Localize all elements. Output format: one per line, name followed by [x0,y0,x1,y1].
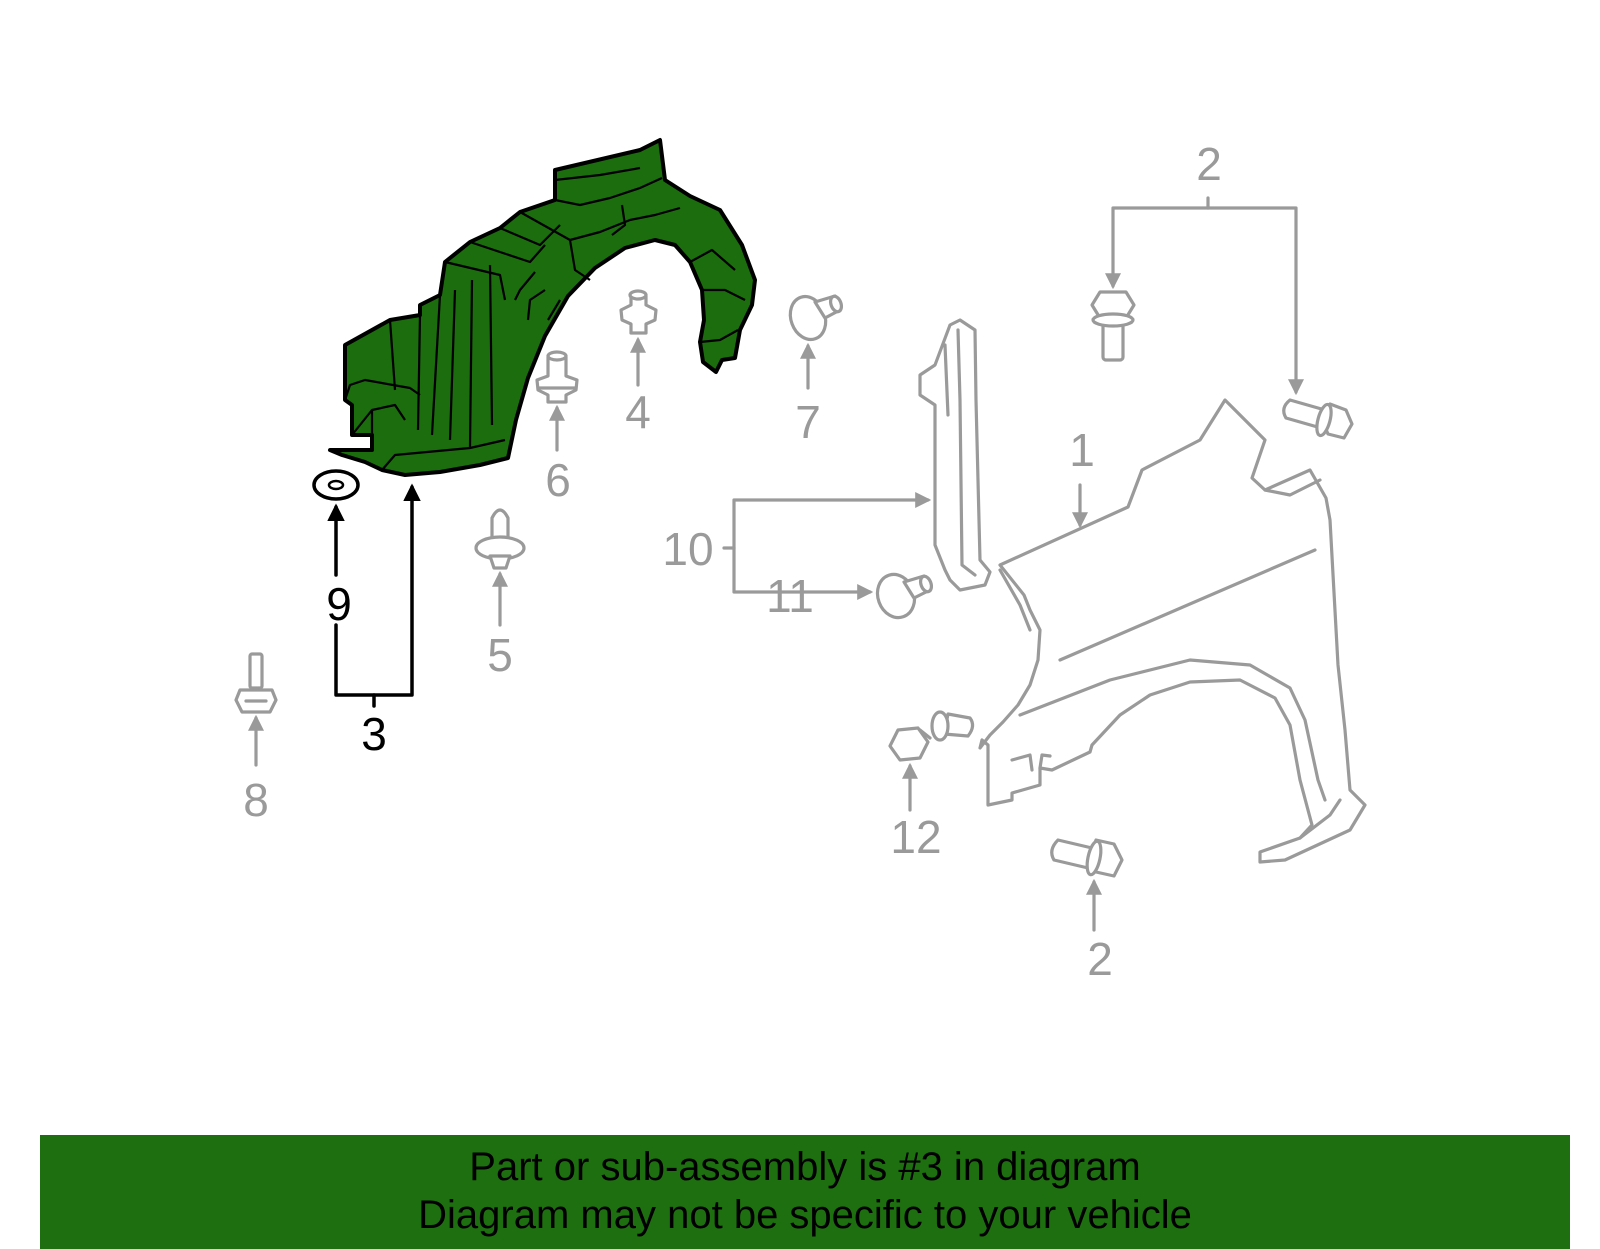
washer-part-9[interactable] [312,469,360,501]
callout-9: 9 [326,578,352,630]
clip-part-4[interactable] [619,289,658,335]
bolt-part-2-bottom[interactable] [1050,838,1124,878]
bracket-part-10[interactable] [918,318,992,592]
footer-line-2: Diagram may not be specific to your vehi… [418,1193,1192,1237]
callout-2-bottom: 2 [1087,933,1113,985]
callout-1: 1 [1069,424,1095,476]
callout-5: 5 [487,629,513,681]
callout-lines-3-9 [327,483,421,708]
callout-6: 6 [545,454,571,506]
callout-8: 8 [243,774,269,826]
callout-12: 12 [890,811,941,863]
callout-lines-grey [248,196,1304,932]
bolt-part-2-top[interactable] [1090,290,1136,362]
bolt-part-8[interactable] [234,652,278,714]
callout-3: 3 [361,708,387,760]
bolt-part-12[interactable] [888,710,975,762]
callout-7: 7 [795,396,821,448]
clip-part-11[interactable] [872,569,934,623]
callout-11: 11 [766,570,814,622]
clip-part-7[interactable] [785,292,844,345]
bolt-part-2-right[interactable] [1282,398,1354,440]
clip-part-6[interactable] [535,350,579,404]
fender-liner-part-3[interactable] [328,138,757,477]
fender-part-1[interactable] [978,398,1367,864]
callout-2-top: 2 [1196,138,1222,190]
footer-line-1: Part or sub-assembly is #3 in diagram [469,1145,1141,1189]
callout-10: 10 [662,523,713,575]
pin-part-5[interactable] [474,508,526,570]
callout-4: 4 [625,386,651,438]
footer-banner: Part or sub-assembly is #3 in diagram Di… [40,1135,1570,1249]
